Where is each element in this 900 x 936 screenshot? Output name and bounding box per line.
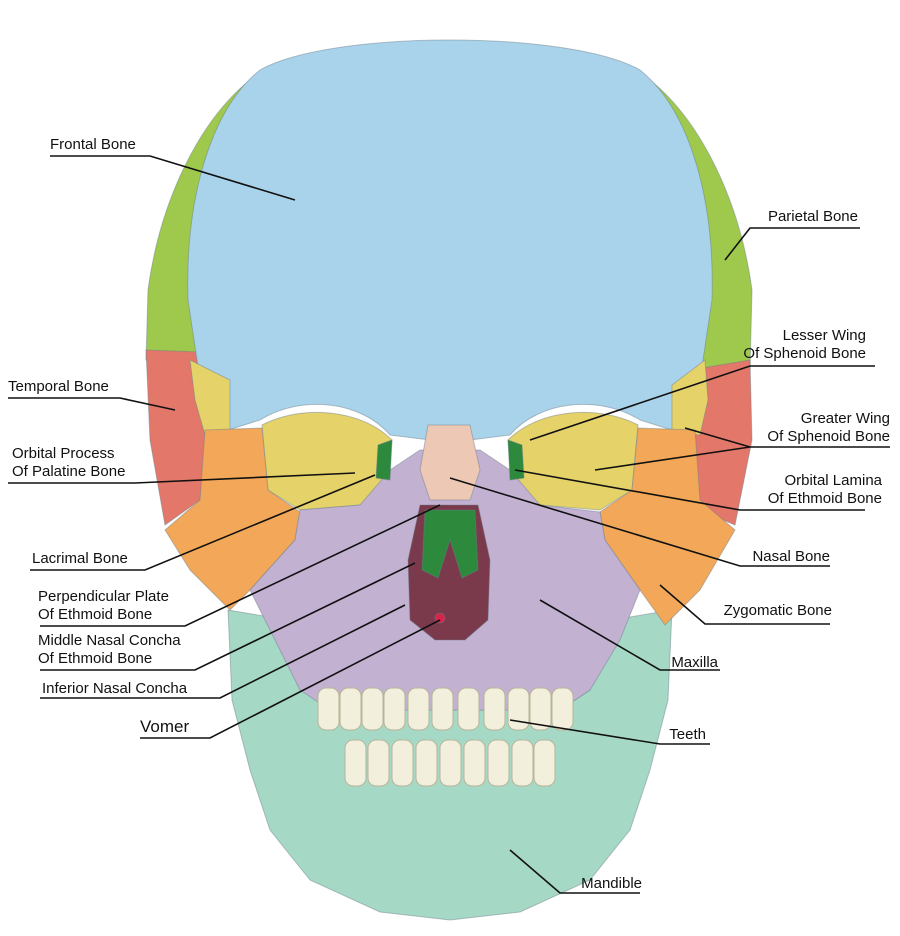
label-parietal-bone: Parietal Bone [767, 208, 858, 225]
tooth [339, 687, 362, 731]
tooth [407, 687, 430, 731]
label-orbital-lamina-line2: Of Ethmoid Bone [767, 490, 882, 507]
label-orbital-process: Orbital Process Of Palatine Bone [12, 445, 125, 481]
label-orbital-lamina: Orbital Lamina Of Ethmoid Bone [768, 472, 882, 508]
label-lesser-wing-line1: Lesser Wing [782, 327, 866, 344]
label-orbital-lamina-line1: Orbital Lamina [784, 472, 882, 489]
label-teeth: Teeth [669, 726, 706, 743]
leader-greater-wing-b [594, 446, 751, 471]
tooth [344, 739, 367, 787]
leader-lines [8, 155, 890, 894]
label-greater-wing: Greater Wing Of Sphenoid Bone [767, 410, 890, 446]
leader-inferior-concha [40, 604, 406, 699]
tooth [483, 687, 506, 731]
frontal-shape [187, 39, 713, 441]
leader-frontal [50, 155, 296, 201]
lacrimal-right-shape [507, 439, 525, 481]
leader-middle-concha [40, 562, 416, 671]
label-temporal-bone: Temporal Bone [8, 378, 109, 395]
label-lacrimal-bone: Lacrimal Bone [32, 550, 128, 567]
tooth [391, 739, 414, 787]
label-orbital-process-line2: Of Palatine Bone [12, 463, 126, 480]
leader-nasal [449, 477, 830, 567]
tooth [487, 739, 510, 787]
tooth [367, 739, 390, 787]
tooth [507, 687, 530, 731]
nasal-bone-shape [419, 424, 481, 501]
label-perpendicular-plate-line2: Of Ethmoid Bone [38, 606, 153, 623]
label-mandible: Mandible [581, 875, 642, 892]
leader-mandible [509, 849, 640, 894]
leader-vomer [140, 619, 441, 739]
tooth [551, 687, 574, 731]
leader-parietal [724, 227, 860, 261]
leader-lacrimal [30, 474, 376, 571]
tooth [415, 739, 438, 787]
leader-zygomatic [659, 584, 830, 625]
tooth [457, 687, 480, 731]
tooth [361, 687, 384, 731]
leader-temporal [8, 397, 176, 411]
tooth [533, 739, 556, 787]
label-perpendicular-plate: Perpendicular Plate Of Ethmoid Bone [38, 588, 169, 624]
label-nasal-bone: Nasal Bone [752, 548, 830, 565]
label-greater-wing-line1: Greater Wing [800, 410, 890, 427]
label-inferior-concha: Inferior Nasal Concha [42, 680, 188, 697]
label-middle-concha-line2: Of Ethmoid Bone [38, 650, 153, 667]
label-middle-concha-line1: Middle Nasal Concha [38, 632, 181, 649]
leader-orbital-process [8, 472, 356, 484]
tooth [317, 687, 340, 731]
tooth [439, 739, 462, 787]
label-lesser-wing: Lesser Wing Of Sphenoid Bone [743, 327, 866, 363]
tooth [431, 687, 454, 731]
label-perpendicular-plate-line1: Perpendicular Plate [38, 588, 169, 605]
teeth-group [317, 687, 574, 787]
middle-concha-shape [421, 509, 479, 579]
label-lesser-wing-line2: Of Sphenoid Bone [743, 345, 866, 362]
lacrimal-left-shape [375, 439, 393, 481]
label-vomer: Vomer [140, 717, 190, 736]
tooth [383, 687, 406, 731]
label-frontal-bone: Frontal Bone [50, 136, 136, 153]
label-maxilla: Maxilla [671, 654, 718, 671]
label-orbital-process-line1: Orbital Process [12, 445, 115, 462]
leader-lesser-wing [529, 365, 875, 441]
label-greater-wing-line2: Of Sphenoid Bone [767, 428, 890, 445]
tooth [463, 739, 486, 787]
tooth [511, 739, 534, 787]
leader-teeth [509, 719, 710, 745]
leader-perpendicular [40, 504, 441, 627]
label-middle-concha: Middle Nasal Concha Of Ethmoid Bone [38, 632, 181, 668]
tooth [529, 687, 552, 731]
leader-maxilla [539, 599, 720, 671]
label-zygomatic-bone: Zygomatic Bone [723, 602, 832, 619]
leader-orbital-lamina [514, 469, 865, 511]
